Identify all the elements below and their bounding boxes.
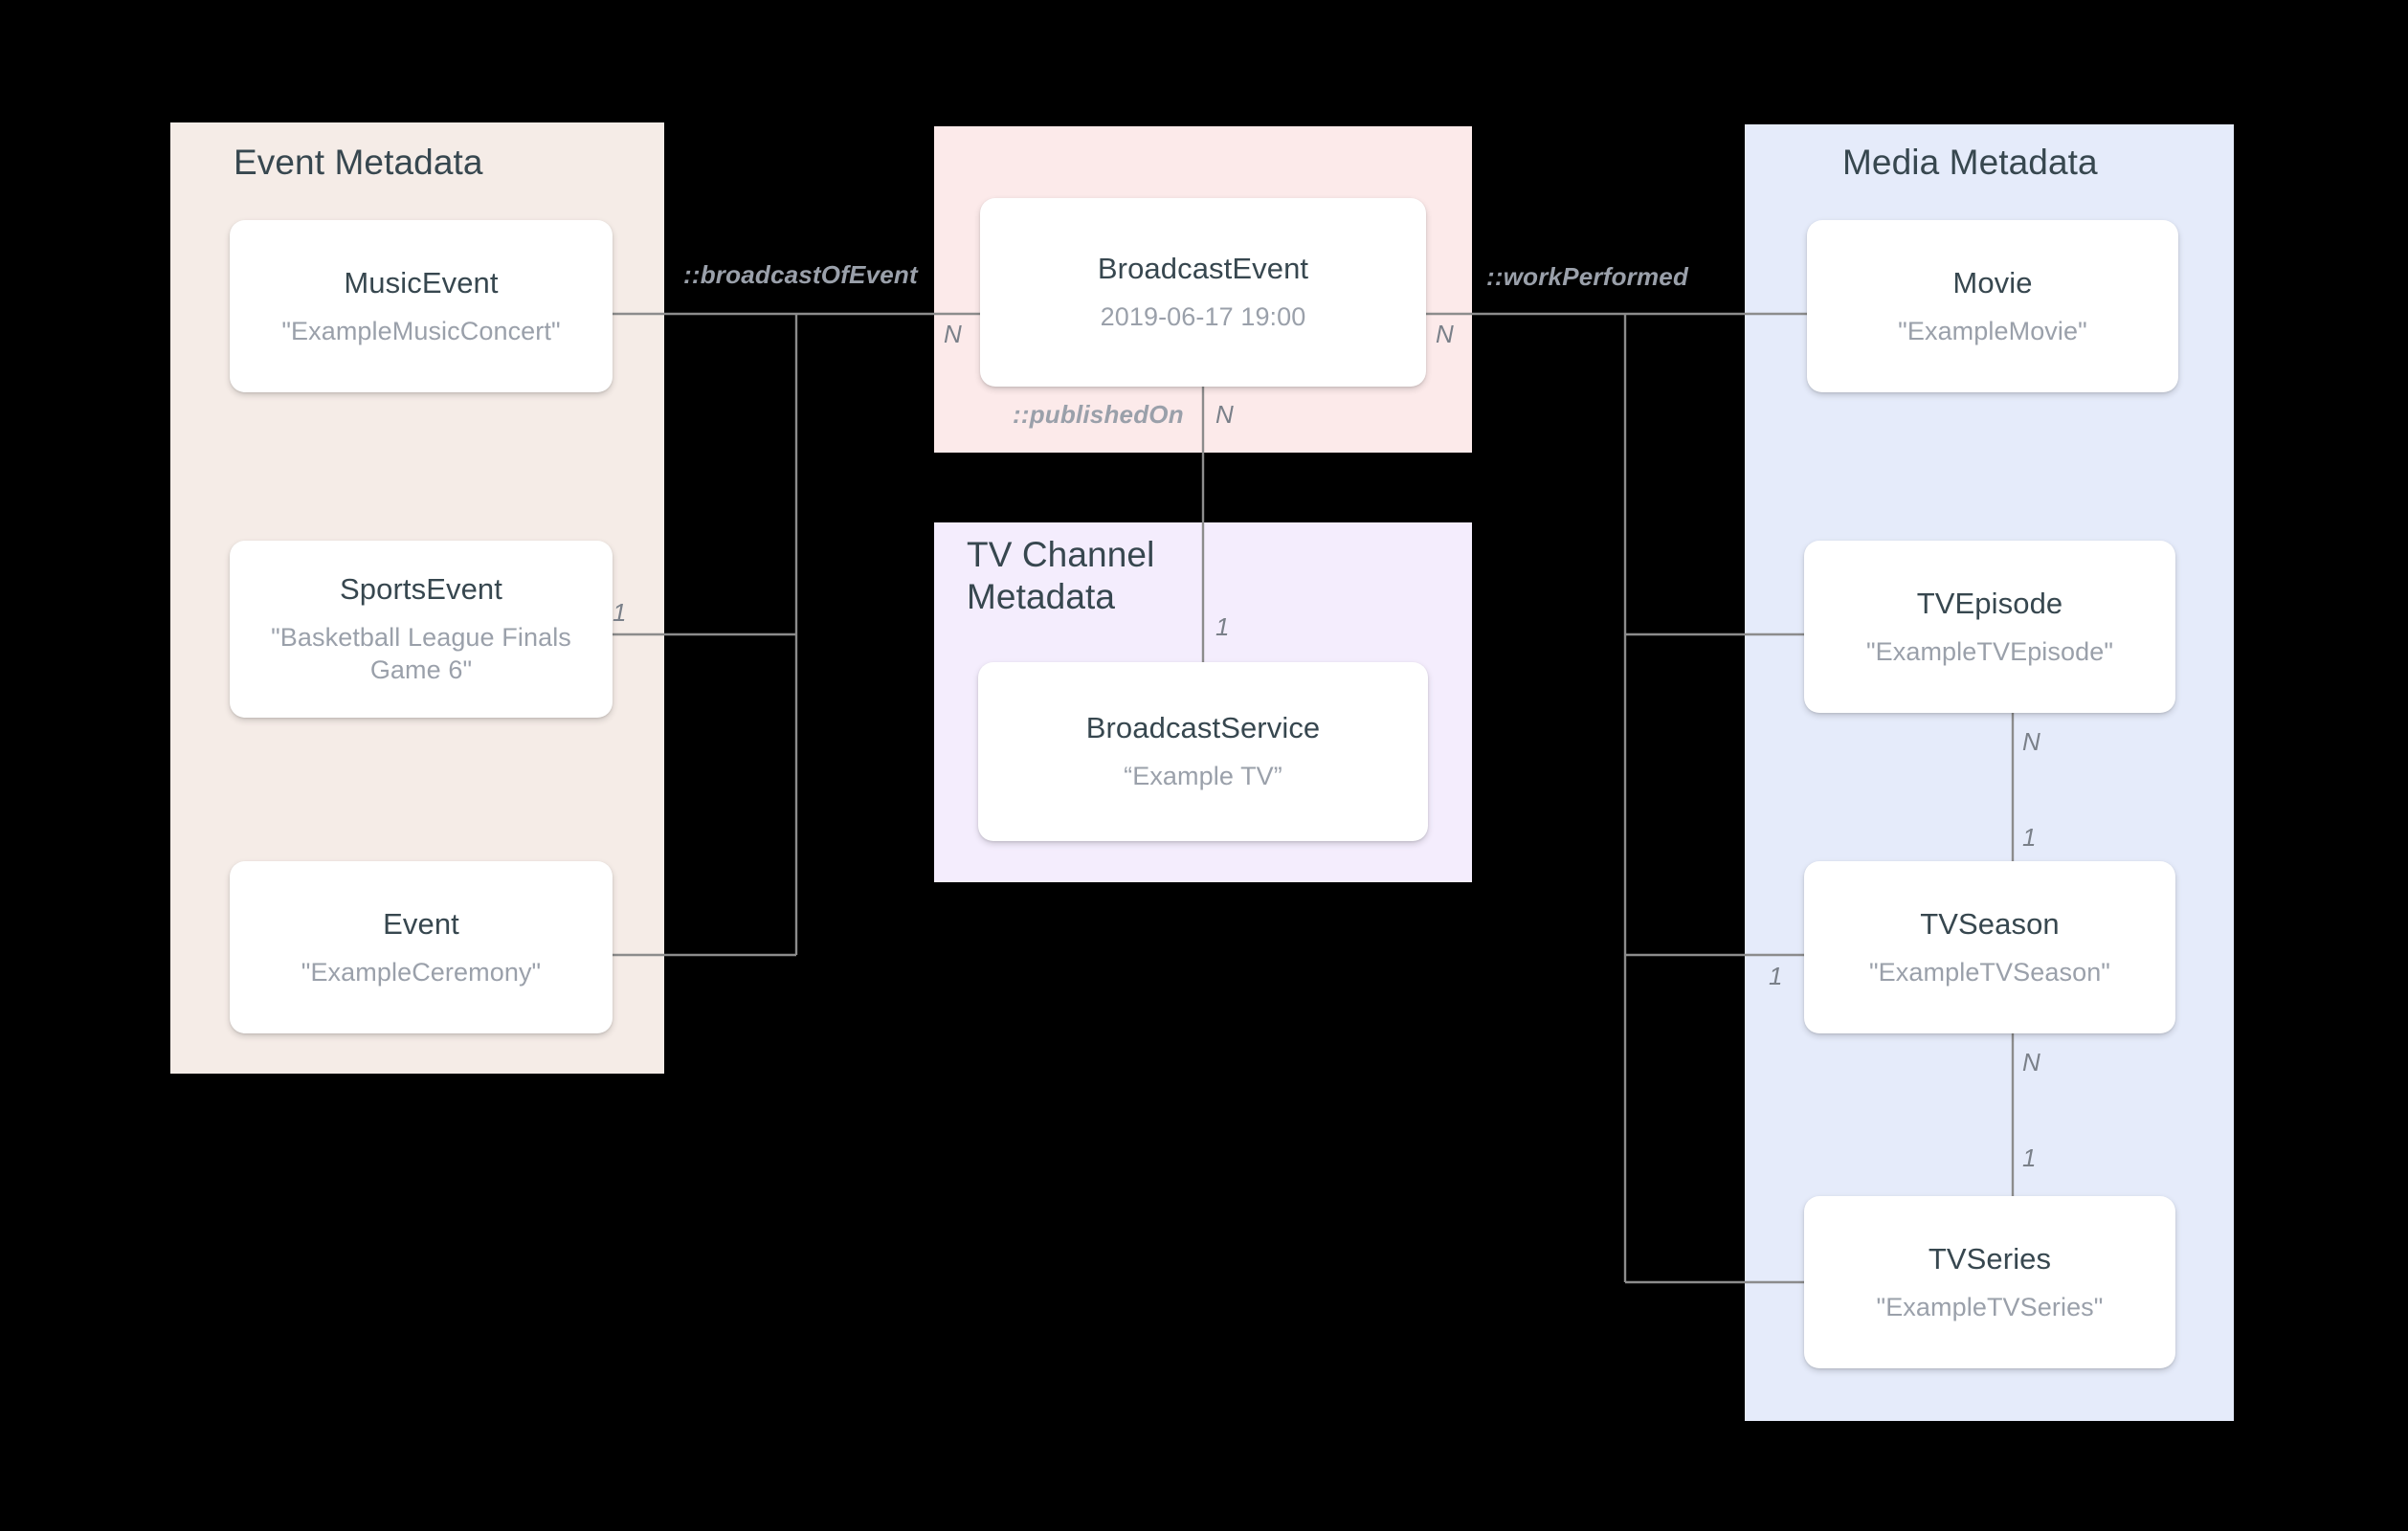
edge-label-broadcast-of-event: ::broadcastOfEvent [683,260,918,289]
node-sports-event[interactable]: SportsEvent "Basketball League Finals Ga… [230,541,613,718]
cardinality-tv-season-one-top: 1 [2022,823,2037,852]
node-tv-series-type: TVSeries [1928,1241,2052,1276]
edge-label-work-performed: ::workPerformed [1486,262,1689,291]
node-sports-event-type: SportsEvent [340,572,502,607]
node-broadcast-service-type: BroadcastService [1085,711,1321,745]
node-broadcast-service-value: “Example TV” [1124,762,1282,791]
cardinality-broadcast-service-one: 1 [1215,612,1230,641]
cardinality-broadcast-event-left-n: N [944,320,962,348]
node-movie-value: "ExampleMovie" [1898,316,2087,345]
node-event-value: "ExampleCeremony" [301,957,542,987]
node-event[interactable]: Event "ExampleCeremony" [230,861,613,1033]
panel-title-tv-channel-metadata: TV Channel Metadata [967,535,1155,616]
node-music-event-type: MusicEvent [344,265,499,300]
node-tv-episode-value: "ExampleTVEpisode" [1865,636,2114,666]
node-broadcast-service[interactable]: BroadcastService “Example TV” [978,662,1428,841]
cardinality-sports-event-one: 1 [613,598,627,627]
cardinality-broadcast-event-right-n: N [1436,320,1454,348]
cardinality-tv-episode-n: N [2022,727,2040,756]
node-tv-episode-type: TVEpisode [1916,586,2063,620]
node-tv-season-value: "ExampleTVSeason" [1869,957,2110,987]
panel-title-event-metadata: Event Metadata [234,143,483,182]
cardinality-tv-season-one-left: 1 [1769,962,1783,990]
node-event-type: Event [383,906,459,941]
cardinality-published-on-n: N [1215,400,1234,429]
node-movie-type: Movie [1952,265,2033,300]
node-tv-season[interactable]: TVSeason "ExampleTVSeason" [1804,861,2175,1033]
node-music-event[interactable]: MusicEvent "ExampleMusicConcert" [230,220,613,392]
panel-title-media-metadata: Media Metadata [1842,143,2098,182]
cardinality-tv-series-one: 1 [2022,1143,2037,1172]
node-broadcast-event-value: 2019-06-17 19:00 [1100,302,1306,332]
node-broadcast-event-type: BroadcastEvent [1097,252,1309,286]
node-tv-series[interactable]: TVSeries "ExampleTVSeries" [1804,1196,2175,1368]
node-music-event-value: "ExampleMusicConcert" [281,316,561,345]
edge-label-published-on: ::publishedOn [1013,400,1184,429]
cardinality-tv-season-n: N [2022,1048,2040,1076]
node-tv-series-value: "ExampleTVSeries" [1876,1292,2104,1321]
node-broadcast-event[interactable]: BroadcastEvent 2019-06-17 19:00 [980,198,1426,387]
node-tv-season-type: TVSeason [1920,906,2060,941]
node-sports-event-value: "Basketball League Finals Game 6" [271,623,571,685]
node-tv-episode[interactable]: TVEpisode "ExampleTVEpisode" [1804,541,2175,713]
node-movie[interactable]: Movie "ExampleMovie" [1807,220,2178,392]
